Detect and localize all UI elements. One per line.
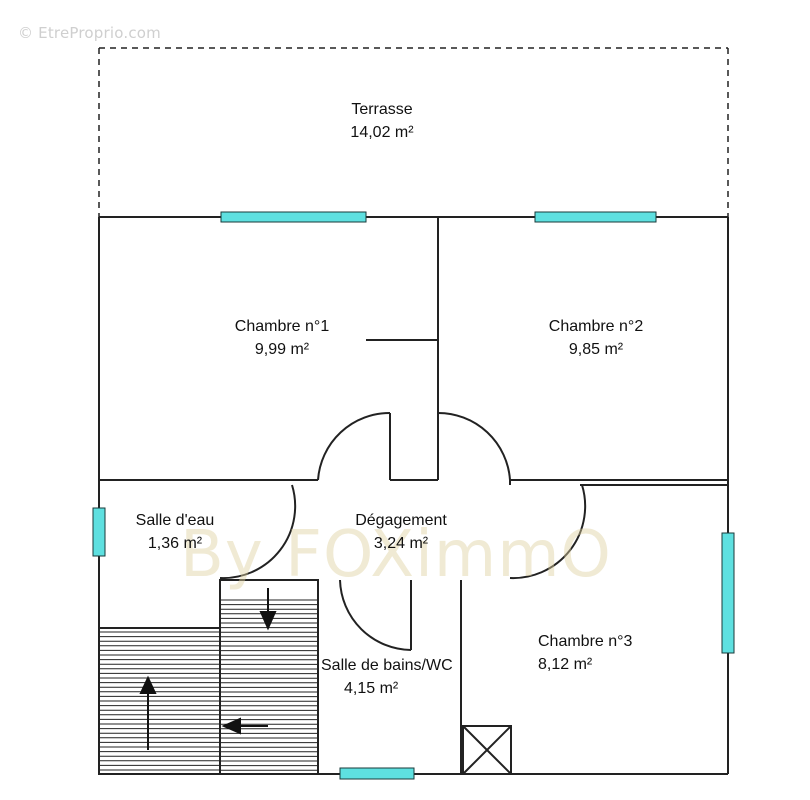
room-name: Chambre n°3 <box>538 633 633 650</box>
room-name: Salle d'eau <box>135 512 215 529</box>
room-name: Salle de bains/WC <box>321 657 453 674</box>
stairs-icon <box>98 579 319 775</box>
room-area: 3,24 m² <box>373 535 429 552</box>
room-area: 9,99 m² <box>254 341 310 358</box>
room-area: 4,15 m² <box>344 680 399 697</box>
window-chambre2 <box>534 211 657 223</box>
window-salle-bains <box>339 767 415 780</box>
room-label-salle-eau: Salle d'eau 1,36 m² <box>115 509 235 555</box>
room-label-terrasse: Terrasse 14,02 m² <box>322 98 442 144</box>
room-label-chambre1: Chambre n°1 9,99 m² <box>212 315 352 361</box>
terrace-outline <box>98 47 729 217</box>
room-area: 14,02 m² <box>350 124 414 141</box>
window-salle-eau <box>92 507 106 557</box>
window-chambre1 <box>220 211 367 223</box>
room-label-chambre2: Chambre n°2 9,85 m² <box>526 315 666 361</box>
room-label-salle-bains: Salle de bains/WC 4,15 m² <box>312 654 492 700</box>
copyright-watermark: © EtreProprio.com <box>18 24 161 42</box>
agency-watermark: By FOXimmO <box>180 518 612 592</box>
arrow-icon <box>139 588 277 750</box>
room-name: Dégagement <box>355 512 447 529</box>
room-name: Chambre n°1 <box>234 318 330 335</box>
room-area: 8,12 m² <box>538 656 593 673</box>
room-name: Chambre n°2 <box>548 318 644 335</box>
doors <box>219 411 587 651</box>
room-area: 1,36 m² <box>147 535 203 552</box>
duct-icon <box>462 725 512 775</box>
window-chambre3 <box>721 532 735 654</box>
room-label-chambre3: Chambre n°3 8,12 m² <box>530 630 670 676</box>
room-label-degagement: Dégagement 3,24 m² <box>336 509 466 555</box>
windows <box>92 211 735 780</box>
room-area: 9,85 m² <box>568 341 624 358</box>
room-name: Terrasse <box>351 101 413 118</box>
